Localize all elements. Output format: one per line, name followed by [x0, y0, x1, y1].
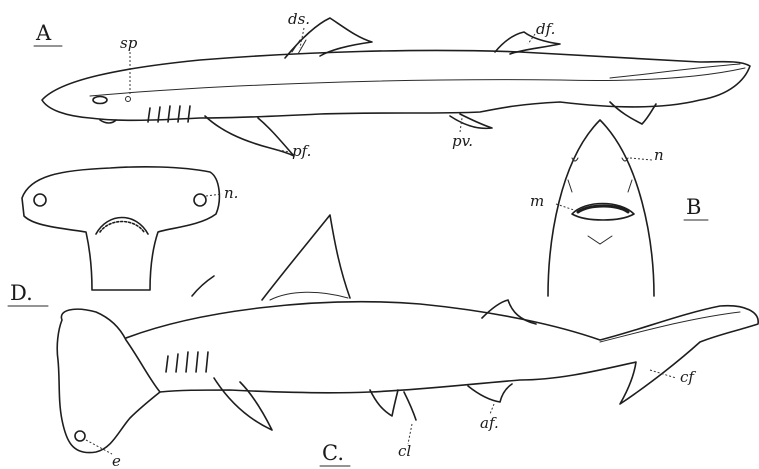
hammerhead-gill-slits: [166, 352, 208, 372]
dogfish-caudal-lower-lobe: [610, 102, 656, 124]
label-cf: cf: [680, 368, 696, 386]
ventral-nostril-icons: [572, 158, 628, 161]
hammerhead-dorsal-fin: [262, 215, 350, 300]
panel-label-d: D.: [10, 281, 33, 305]
label-e: e: [112, 452, 121, 469]
ventral-throat-mark: [588, 236, 612, 244]
label-af: af.: [480, 414, 499, 432]
label-sp: sp: [120, 34, 138, 52]
label-pv: pv.: [452, 132, 473, 150]
dogfish-caudal-line: [610, 64, 740, 78]
label-n-b: n: [654, 146, 664, 164]
hammerhead-anal-fin: [468, 384, 512, 402]
hammerhead-eye-icon: [75, 431, 85, 441]
panel-d-hammerhead-head: [22, 167, 222, 290]
leader-n-b: [630, 158, 652, 160]
dogfish-body: [42, 50, 750, 120]
label-n-d: n.: [224, 184, 238, 202]
panel-c-hammerhead: [57, 215, 758, 454]
hammerhead-clasper: [404, 392, 416, 420]
hammerhead-small-fin: [192, 276, 214, 296]
panel-label-b: B: [686, 195, 701, 219]
label-cl: cl: [398, 442, 411, 460]
leader-cl: [408, 424, 412, 444]
leader-af: [490, 404, 494, 414]
label-df: df.: [536, 20, 555, 38]
dogfish-spiracle-icon: [126, 97, 131, 102]
leader-cf: [650, 370, 676, 378]
hammerhead-dorsal-base: [270, 292, 348, 300]
dogfish-pectoral-fin: [205, 116, 294, 156]
ventral-head-outline: [548, 120, 654, 296]
panel-label-c: C.: [322, 441, 344, 465]
hammer-right-eye-icon: [194, 194, 206, 206]
label-pf: pf.: [292, 142, 311, 160]
hammerhead-caudal-line: [600, 312, 740, 342]
panel-label-a: A: [35, 21, 52, 45]
hammer-mouth: [96, 218, 148, 235]
dogfish-lateral-line: [90, 68, 745, 96]
hammerhead-pelvic-fin: [370, 390, 398, 416]
dogfish-pelvic-fin: [450, 114, 492, 128]
hammer-left-eye-icon: [34, 194, 46, 206]
ventral-teeth-row: [578, 206, 628, 212]
label-m: m: [530, 192, 544, 210]
dogfish-eye-icon: [93, 97, 107, 104]
leader-pv: [460, 118, 462, 132]
labels: A B D. C. sp ds. df. pf. pv. n m n. cf c…: [8, 10, 708, 469]
ventral-gill-marks: [568, 180, 632, 192]
hammer-head-outline: [22, 167, 219, 290]
panel-b-head-ventral: [548, 120, 654, 296]
hammerhead-pectoral-fin: [214, 378, 272, 430]
label-ds: ds.: [288, 10, 310, 28]
panel-a-dogfish: [42, 18, 750, 156]
